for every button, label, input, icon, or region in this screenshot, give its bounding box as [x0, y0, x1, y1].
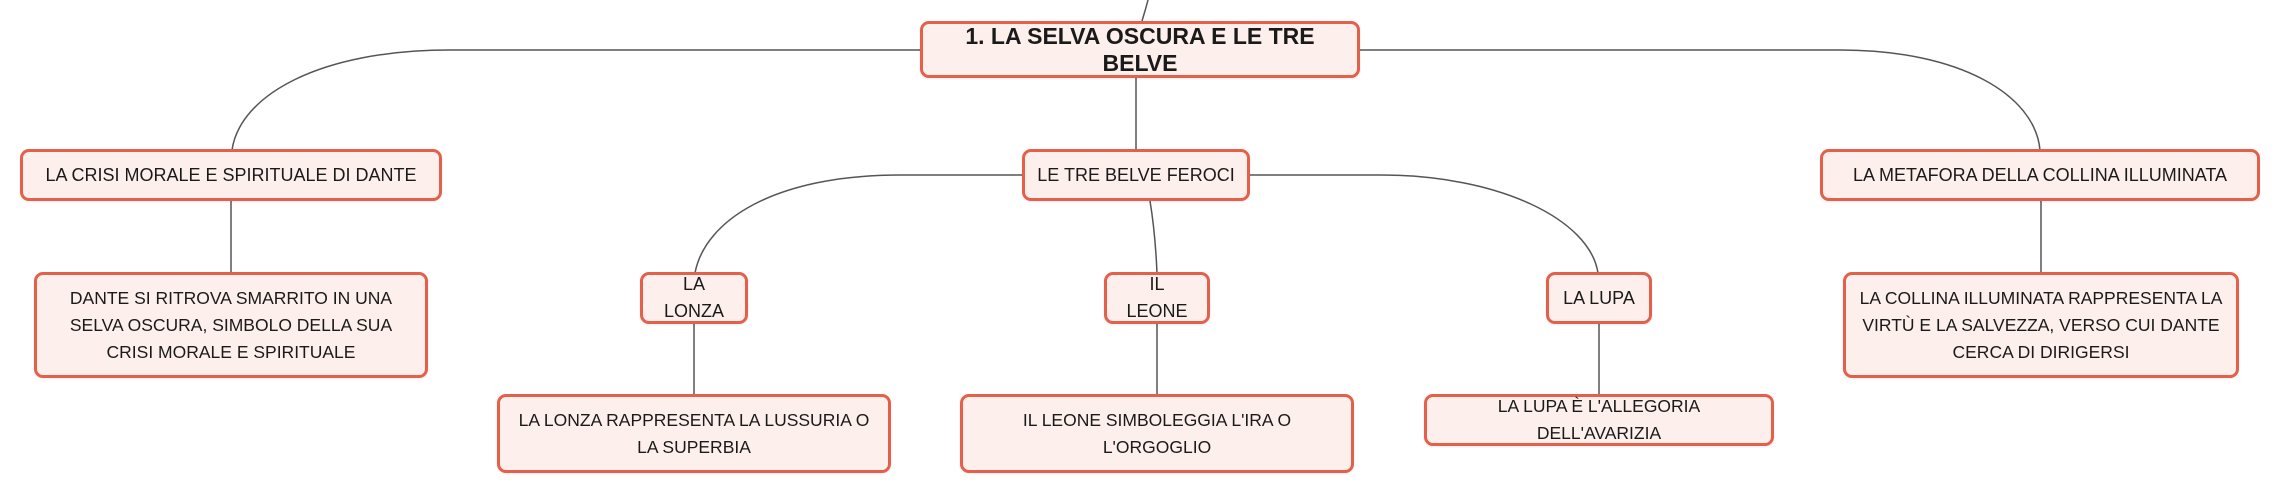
detail-collina[interactable]: LA COLLINA ILLUMINATA RAPPRESENTA LA VIR…	[1843, 272, 2239, 378]
detail-lonza-label: LA LONZA RAPPRESENTA LA LUSSURIA O LA SU…	[518, 409, 870, 457]
detail-leone-label: IL LEONE SIMBOLEGGIA L'IRA O L'ORGOGLIO	[1022, 409, 1292, 457]
connector-belve-lupa	[1249, 174, 1599, 274]
topic-belve-label: LE TRE BELVE FEROCI	[1037, 164, 1235, 185]
detail-collina-label: LA COLLINA ILLUMINATA RAPPRESENTA LA VIR…	[1859, 287, 2223, 362]
topic-collina-label: LA METAFORA DELLA COLLINA ILLUMINATA	[1852, 164, 2228, 185]
detail-crisi-label: DANTE SI RITROVA SMARRITO IN UNA SELVA O…	[69, 287, 393, 362]
detail-lupa-label: LA LUPA È L'ALLEGORIA DELL'AVARIZIA	[1497, 396, 1701, 443]
topic-lupa[interactable]: LA LUPA	[1546, 272, 1652, 324]
topic-belve[interactable]: LE TRE BELVE FEROCI	[1022, 149, 1250, 201]
detail-lonza[interactable]: LA LONZA RAPPRESENTA LA LUSSURIA O LA SU…	[497, 394, 891, 473]
detail-leone[interactable]: IL LEONE SIMBOLEGGIA L'IRA O L'ORGOGLIO	[960, 394, 1354, 473]
topic-leone-label: IL LEONE	[1126, 274, 1188, 321]
detail-lupa[interactable]: LA LUPA È L'ALLEGORIA DELL'AVARIZIA	[1424, 394, 1774, 446]
connector-parent-stub	[1141, 0, 1149, 22]
topic-crisi-label: LA CRISI MORALE E SPIRITUALE DI DANTE	[45, 164, 417, 185]
root-topic[interactable]: 1. LA SELVA OSCURA E LE TRE BELVE	[920, 21, 1360, 78]
topic-collina[interactable]: LA METAFORA DELLA COLLINA ILLUMINATA	[1820, 149, 2260, 201]
connector-belve-leone	[1149, 200, 1158, 274]
topic-leone[interactable]: IL LEONE	[1104, 272, 1210, 324]
topic-lupa-label: LA LUPA	[1563, 287, 1635, 308]
topic-crisi[interactable]: LA CRISI MORALE E SPIRITUALE DI DANTE	[20, 149, 442, 201]
connector-root-crisi	[231, 49, 920, 151]
root-topic-label: 1. LA SELVA OSCURA E LE TRE BELVE	[965, 22, 1315, 76]
topic-lonza[interactable]: LA LONZA	[640, 272, 748, 324]
detail-crisi[interactable]: DANTE SI RITROVA SMARRITO IN UNA SELVA O…	[34, 272, 428, 378]
connector-root-collina	[1360, 49, 2041, 151]
topic-lonza-label: LA LONZA	[663, 274, 724, 321]
connector-belve-lonza	[694, 174, 1024, 274]
